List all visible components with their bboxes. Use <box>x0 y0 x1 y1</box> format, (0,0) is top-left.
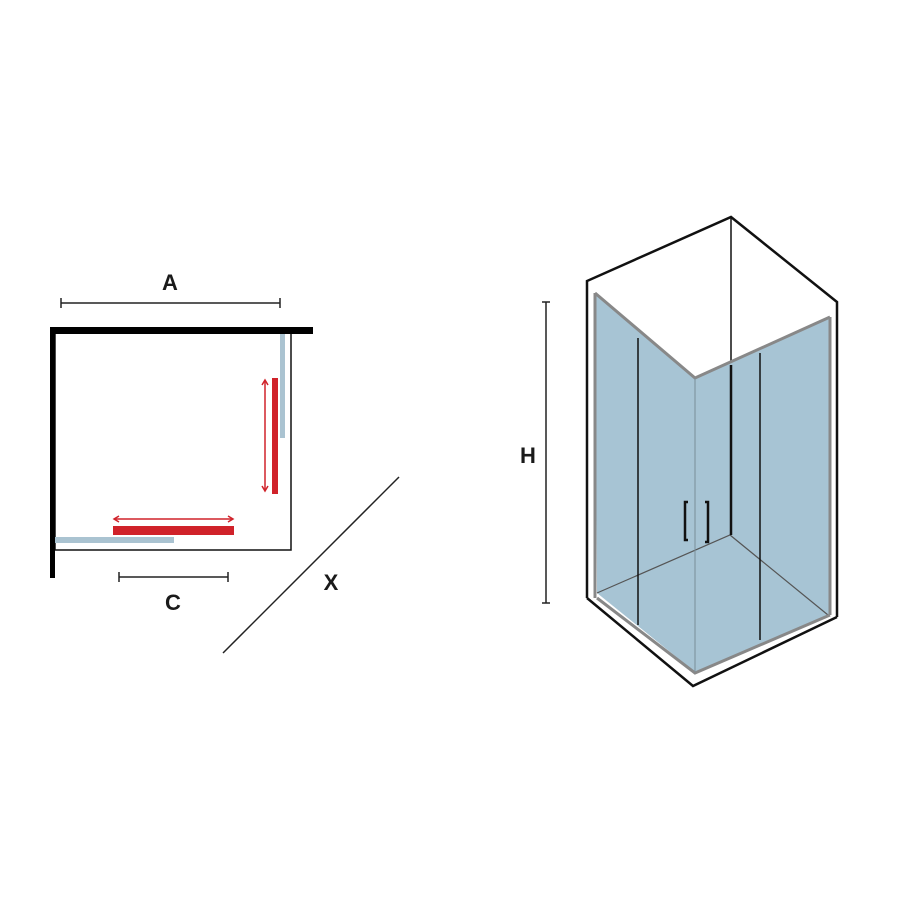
dimension-a-label: A <box>162 270 178 295</box>
sliding-door-bottom <box>113 526 234 535</box>
dimension-x-line <box>222 476 400 654</box>
glass-panel-right <box>695 317 830 672</box>
plan-view: A C X <box>50 270 400 654</box>
wall-left <box>50 327 55 578</box>
door-handle-left <box>683 500 688 542</box>
dimension-h-label: H <box>520 443 536 468</box>
perspective-view: H <box>520 215 839 688</box>
sliding-door-right <box>272 378 278 494</box>
tray-outline <box>54 332 292 551</box>
slide-arrow-vertical <box>261 378 269 493</box>
frame-profile <box>593 291 832 675</box>
dimension-c-label: C <box>165 590 181 615</box>
dimension-x-label: X <box>324 570 339 595</box>
fixed-panel-right <box>280 334 285 438</box>
door-handle-right <box>705 500 710 544</box>
glass-panel-left <box>595 293 695 672</box>
wall-top <box>50 327 313 334</box>
fixed-panel-bottom <box>55 537 174 543</box>
slide-arrow-horizontal <box>112 515 235 523</box>
